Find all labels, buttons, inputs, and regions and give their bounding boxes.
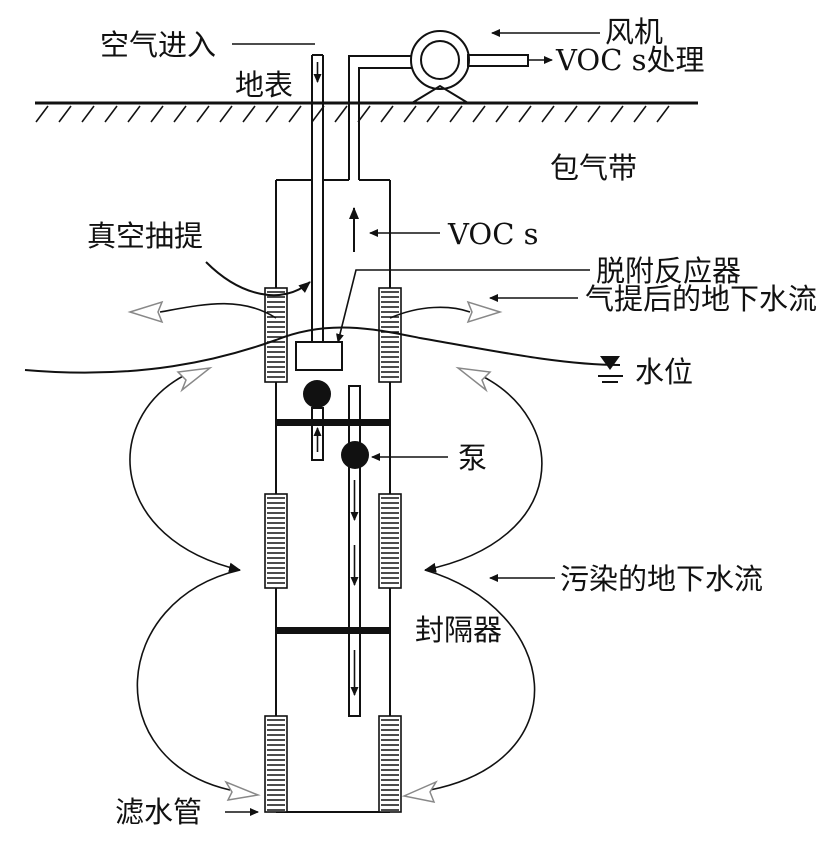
label-fan: 风机 [605, 15, 663, 49]
stripping-reactor [295, 341, 343, 371]
ground-hatch-mark [58, 105, 72, 123]
air-inlet-pipe [311, 54, 324, 342]
label-packer: 封隔器 [415, 613, 502, 647]
leader-lines [225, 29, 600, 816]
ground-hatch-mark [127, 105, 141, 123]
packer [276, 419, 390, 634]
ground-hatch-mark [288, 105, 302, 123]
label-surface: 地表 [235, 68, 293, 102]
label-voc-treatment: VOC s处理 [555, 43, 705, 77]
fan-assembly [348, 30, 529, 180]
label-vacuum-extraction: 真空抽提 [87, 219, 203, 253]
label-pump: 泵 [458, 441, 487, 475]
ground-hatch-mark [426, 105, 440, 123]
well-casing [275, 179, 391, 813]
label-vocs: VOC s [447, 217, 539, 251]
label-contaminated-groundwater: 污染的地下水流 [560, 562, 763, 596]
ground-hatch-mark [219, 105, 233, 123]
ground-hatch-mark [472, 105, 486, 123]
ground-hatch-mark [81, 105, 95, 123]
ground-hatch-mark [495, 105, 509, 123]
ground-hatch-mark [449, 105, 463, 123]
ground-hatch-mark [518, 105, 532, 123]
label-vadose-zone: 包气带 [550, 151, 637, 185]
vacuum-flow-arrow [205, 261, 311, 297]
ground-hatch-mark [587, 105, 601, 123]
ground-hatch-mark [633, 105, 647, 123]
ground-hatch-mark [564, 105, 578, 123]
ground-hatch-mark [265, 105, 279, 123]
ground-hatch-mark [196, 105, 210, 123]
ground-hatch-mark [610, 105, 624, 123]
ground-hatch-mark [150, 105, 164, 123]
label-air-in: 空气进入 [100, 28, 216, 62]
label-stripping-reactor: 脱附反应器 [596, 254, 741, 288]
ground-hatch-mark [403, 105, 417, 123]
ground-surface [35, 101, 698, 123]
ground-hatch-mark [656, 105, 670, 123]
label-airlifted-groundwater: 气提后的地下水流 [585, 282, 817, 316]
well-screens [264, 287, 402, 813]
water-table-symbol [598, 356, 623, 383]
ground-hatch-mark [173, 105, 187, 123]
pump-assembly [303, 380, 369, 717]
ground-hatch-mark [334, 105, 348, 123]
ground-hatch-mark [380, 105, 394, 123]
circulation-arrows [127, 300, 543, 804]
ground-hatch-mark [541, 105, 555, 123]
ground-hatch-mark [242, 105, 256, 123]
label-water-table: 水位 [635, 355, 693, 389]
ground-hatch-mark [104, 105, 118, 123]
label-screen: 滤水管 [115, 795, 202, 829]
ground-hatch-mark [35, 105, 49, 123]
